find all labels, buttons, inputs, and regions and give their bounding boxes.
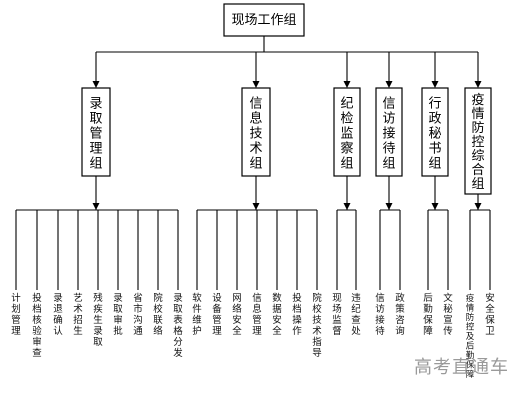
group-title: 行政秘书组 [428, 97, 441, 172]
arrow-down-icon [474, 81, 482, 88]
group-box [421, 87, 449, 177]
leaf-item-label: 投档核验审查 [32, 292, 42, 359]
arrow-down-icon [343, 203, 351, 210]
leaf-item-label: 安全保卫 [485, 292, 495, 337]
leaf-items: 计划管理 投档核验审查 录退确认艺术招生残疾生录取录取审批省市沟通院校联络录取表格分… [11, 292, 495, 380]
group-title: 疫情防控综合组 [471, 92, 484, 192]
arrow-down-icon [252, 81, 260, 88]
group-title: 信访接待组 [382, 97, 395, 172]
leaf-item-label: 后勤保障 [423, 293, 433, 337]
leaf-item-label: 计划管理 [11, 292, 21, 337]
watermark: 高考直通车 [414, 357, 509, 378]
leaf-item-label: 院校联络 [153, 292, 163, 337]
leaf-item-label: 院校技术指导 [312, 292, 322, 359]
leaf-item-label: 录取表格分发 [173, 293, 183, 359]
root-title: 现场工作组 [231, 13, 296, 28]
group-box [333, 87, 361, 177]
leaf-item-label: 录退确认 [53, 293, 63, 337]
arrow-down-icon [92, 203, 100, 210]
root-box [223, 3, 305, 37]
leaf-item-label: 残疾生录取 [93, 292, 103, 348]
leaf-item-label: 网络安全 [232, 293, 242, 337]
group-title: 纪检监察组 [340, 97, 353, 172]
group-box [375, 87, 403, 177]
leaf-item-label: 投档操作 [292, 292, 302, 337]
group-boxes: 录取管理组 信息技术组 纪检监察组 信访接待组 行政秘书组 疫情防控综合组 [81, 87, 492, 195]
arrow-down-icon [385, 81, 393, 88]
leaf-item-label: 省市沟通 [133, 292, 143, 337]
leaf-item-label: 疫情防控及后勤保障 [466, 293, 475, 380]
leaf-item-label: 软件维护 [192, 292, 202, 337]
leaf-item-label: 录取审批 [113, 293, 123, 337]
leaf-item-label: 违纪查处 [351, 293, 361, 337]
leaf-item-label: 政策咨询 [395, 292, 405, 337]
leaf-item-label: 文秘宣传 [443, 292, 453, 337]
group-box [464, 87, 492, 195]
leaf-item-label: 信访接待 [375, 292, 385, 337]
group-box [241, 87, 271, 177]
group-box [81, 87, 111, 177]
leaf-item-label: 数据安全 [272, 292, 282, 337]
arrow-down-icon [343, 81, 351, 88]
leaf-item-label: 艺术招生 [73, 293, 83, 337]
arrow-down-icon [92, 81, 100, 88]
arrow-down-icon [385, 203, 393, 210]
leaf-item-label: 信息管理 [252, 292, 262, 337]
group-title: 信息技术组 [249, 97, 262, 172]
leaf-item-label: 现场监督 [332, 293, 342, 337]
group-title: 录取管理组 [89, 97, 102, 172]
arrow-down-icon [431, 203, 439, 210]
leaf-item-label: 设备管理 [212, 293, 222, 337]
arrow-down-icon [252, 203, 260, 210]
connector-lines [15, 36, 491, 290]
arrow-down-icon [431, 81, 439, 88]
arrow-down-icon [474, 203, 482, 210]
